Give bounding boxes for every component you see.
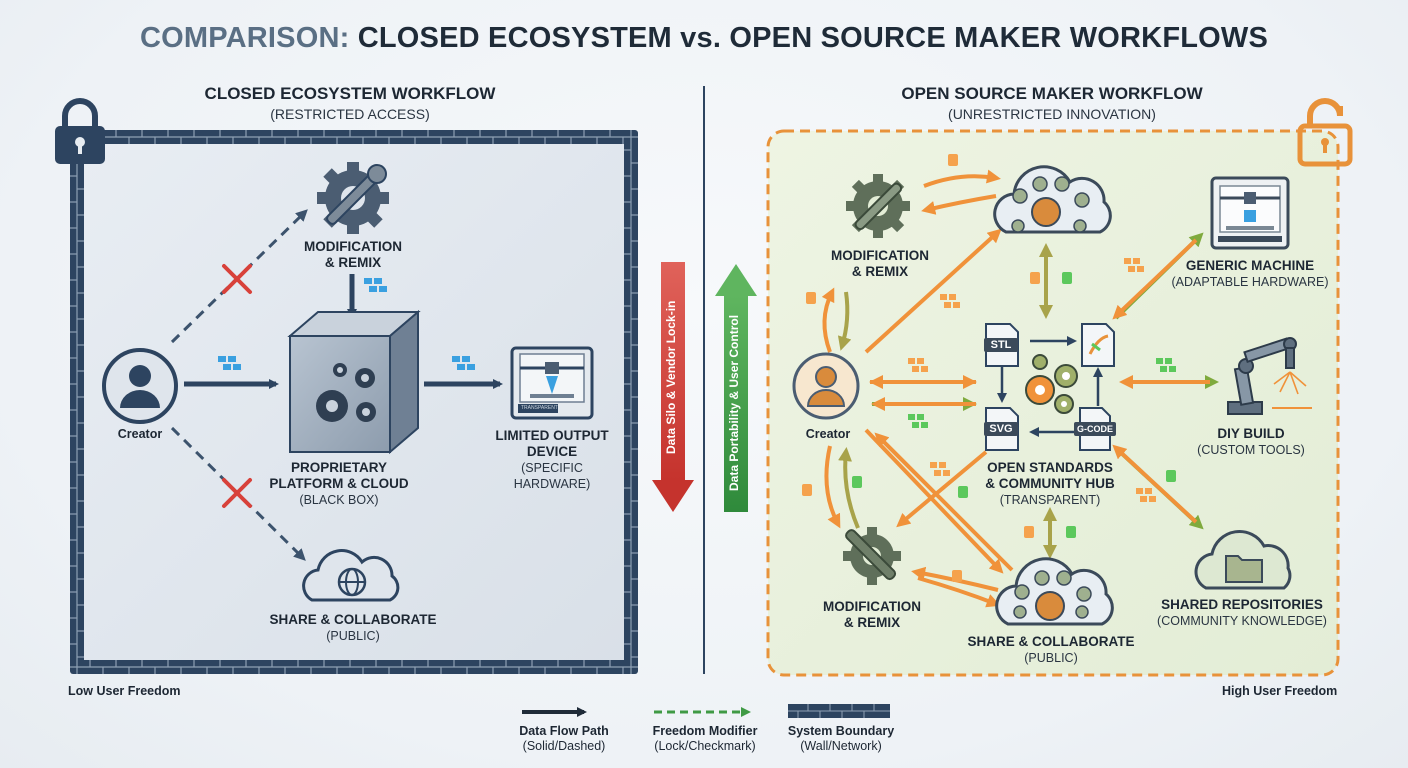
device-badge-text: TRANSPARENT — [521, 405, 558, 411]
open-machine-sub: (ADAPTABLE HARDWARE) — [1171, 275, 1329, 289]
open-share-line1: SHARE & COLLABORATE — [967, 634, 1135, 649]
closed-modification-line1: MODIFICATION — [304, 239, 402, 254]
gear-wrench-icon — [846, 174, 910, 238]
robot-arm-icon — [1227, 337, 1312, 415]
closed-platform-line1: PROPRIETARY — [290, 460, 387, 475]
open-panel-subtitle: (UNRESTRICTED INNOVATION) — [948, 106, 1156, 122]
open-diy-label: DIY BUILD (CUSTOM TOOLS) — [1176, 426, 1326, 458]
closed-panel-title: CLOSED ECOSYSTEM WORKFLOW — [204, 84, 496, 103]
blocked-x-icon — [222, 478, 252, 508]
portability-up-arrow — [715, 264, 757, 512]
closed-share-line1: SHARE & COLLABORATE — [269, 612, 437, 627]
open-mod-bottom-line1: MODIFICATION — [823, 599, 921, 614]
legend-boundary-label: System Boundary — [787, 724, 895, 738]
stl-file-label: STL — [990, 339, 1012, 351]
closed-device-sub: (SPECIFIC HARDWARE) — [513, 461, 591, 491]
title-prefix: COMPARISON: — [139, 22, 350, 54]
closed-share-label: SHARE & COLLABORATE (PUBLIC) — [258, 612, 448, 644]
closed-modification-line2: & REMIX — [324, 255, 382, 270]
closed-panel-subtitle: (RESTRICTED ACCESS) — [270, 106, 430, 122]
closed-share-sub: (PUBLIC) — [326, 629, 380, 643]
open-mod-top-line1: MODIFICATION — [831, 248, 929, 263]
open-creator-avatar-icon — [792, 352, 860, 420]
svg-file-icon — [984, 407, 1019, 451]
legend-data-flow: Data Flow Path (Solid/Dashed) — [504, 724, 624, 754]
gcode-file-label: G-CODE — [1077, 424, 1113, 434]
legend-freedom-label: Freedom Modifier — [652, 724, 758, 738]
legend-data-flow-label: Data Flow Path — [519, 724, 609, 738]
data-token-icons — [802, 154, 1176, 582]
lockin-label: Data Silo & Vendor Lock-in — [664, 300, 678, 454]
open-machine-line1: GENERIC MACHINE — [1185, 258, 1315, 273]
open-hub-label: OPEN STANDARDS & COMMUNITY HUB (TRANSPAR… — [960, 460, 1140, 508]
open-diy-sub: (CUSTOM TOOLS) — [1197, 443, 1305, 457]
closed-device-line1: LIMITED OUTPUT — [495, 428, 609, 443]
data-blocks-icon — [452, 356, 475, 370]
data-blocks-icon — [218, 356, 241, 370]
open-repos-sub: (COMMUNITY KNOWLEDGE) — [1157, 614, 1327, 628]
legend-freedom-modifier: Freedom Modifier (Lock/Checkmark) — [640, 724, 770, 754]
gcode-file-icon — [1074, 407, 1116, 451]
hub-file-connectors — [997, 336, 1103, 437]
open-hub-line1: OPEN STANDARDS — [987, 460, 1113, 475]
closed-platform-label: PROPRIETARY PLATFORM & CLOUD (BLACK BOX) — [264, 460, 414, 508]
closed-modification-label: MODIFICATION & REMIX — [283, 239, 423, 271]
open-machine-label: GENERIC MACHINE (ADAPTABLE HARDWARE) — [1160, 258, 1340, 290]
open-repos-label: SHARED REPOSITORIES (COMMUNITY KNOWLEDGE… — [1150, 597, 1334, 629]
repository-cloud-folder-icon — [1194, 529, 1292, 590]
open-hub-sub: (TRANSPARENT) — [999, 493, 1101, 507]
open-creator-label: Creator — [805, 427, 851, 441]
closed-device-line2: DEVICE — [526, 444, 578, 459]
gear-wrench-icon — [843, 527, 901, 585]
open-network-boundary — [766, 129, 1340, 677]
community-cloud-icon — [995, 557, 1114, 626]
open-mod-bottom-line2: & REMIX — [843, 615, 901, 630]
title-main: CLOSED ECOSYSTEM vs. OPEN SOURCE MAKER W… — [357, 22, 1269, 54]
design-file-icon — [1081, 323, 1115, 367]
legend-data-flow-sub: (Solid/Dashed) — [522, 739, 606, 753]
open-mod-bottom-label: MODIFICATION & REMIX — [802, 599, 942, 631]
open-repos-line1: SHARED REPOSITORIES — [1161, 597, 1323, 612]
data-blocks-icon — [364, 278, 387, 292]
open-mod-top-line2: & REMIX — [851, 264, 909, 279]
page-title: COMPARISON: CLOSED ECOSYSTEM vs. OPEN SO… — [0, 22, 1408, 55]
closed-device-label: LIMITED OUTPUT DEVICE (SPECIFIC HARDWARE… — [482, 428, 622, 492]
low-freedom-label: Low User Freedom — [68, 684, 181, 698]
stl-file-icon — [984, 323, 1019, 367]
printer-device-icon — [510, 346, 594, 420]
open-hub-line2: & COMMUNITY HUB — [985, 476, 1115, 491]
black-box-cube-icon — [287, 309, 421, 455]
svg-file-label: SVG — [989, 423, 1013, 435]
open-diy-line1: DIY BUILD — [1217, 426, 1285, 441]
legend-freedom-sub: (Lock/Checkmark) — [654, 739, 756, 753]
open-mod-top-label: MODIFICATION & REMIX — [810, 248, 950, 280]
legend-icons — [522, 704, 890, 718]
open-panel-title: OPEN SOURCE MAKER WORKFLOW — [901, 84, 1203, 103]
closed-platform-line2: PLATFORM & CLOUD — [269, 476, 409, 491]
cloud-globe-icon — [302, 549, 400, 602]
high-freedom-label: High User Freedom — [1222, 684, 1338, 698]
closed-creator-label: Creator — [117, 427, 163, 441]
gear-wrench-icon — [317, 162, 389, 234]
lock-open-icon — [1297, 98, 1353, 167]
hub-gears-icon — [1025, 354, 1078, 414]
closed-platform-sub: (BLACK BOX) — [299, 493, 379, 507]
portability-label: Data Portability & User Control — [727, 314, 741, 492]
closed-creator-avatar-icon — [102, 348, 178, 424]
generic-printer-icon — [1210, 176, 1290, 250]
blocked-x-icon — [222, 264, 252, 294]
lockin-down-arrow — [652, 262, 694, 512]
community-cloud-icon — [993, 165, 1112, 234]
open-share-sub: (PUBLIC) — [1024, 651, 1078, 665]
legend-boundary-sub: (Wall/Network) — [800, 739, 882, 753]
open-share-label: SHARE & COLLABORATE (PUBLIC) — [956, 634, 1146, 666]
legend-system-boundary: System Boundary (Wall/Network) — [776, 724, 906, 754]
lock-closed-icon — [55, 98, 105, 164]
